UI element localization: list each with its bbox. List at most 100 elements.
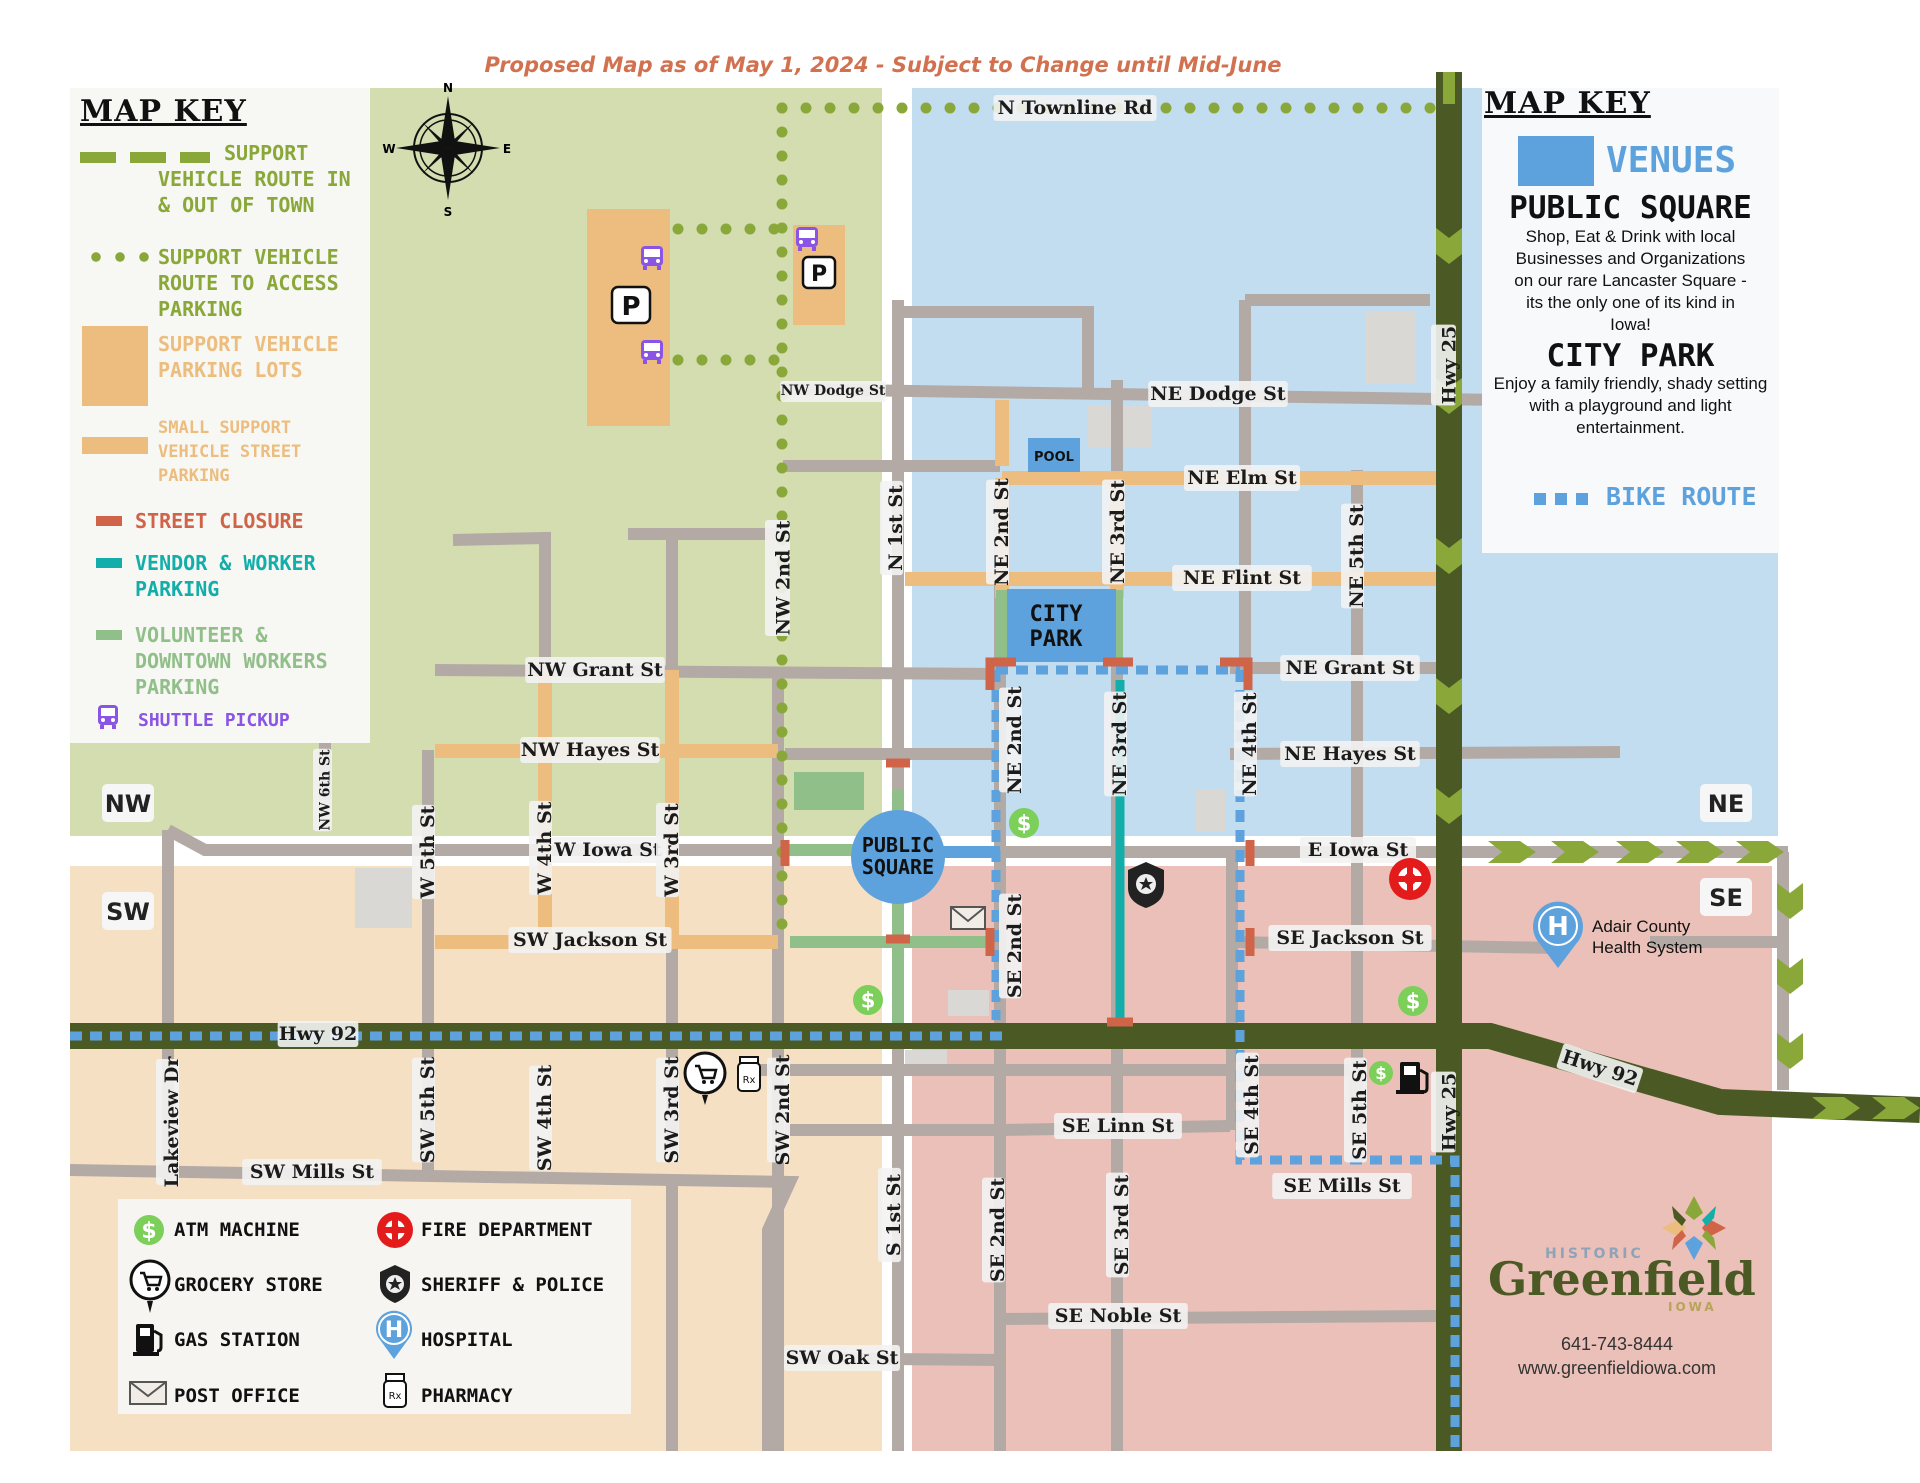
map-key-right-title: MAP KEY	[1484, 86, 1651, 121]
street-label: W Iowa St	[553, 839, 662, 861]
dotted-green-line-icon	[84, 252, 154, 262]
atm-icon: $	[1398, 986, 1428, 1016]
city-park-label-2: PARK	[1030, 627, 1084, 652]
police-legend-icon	[380, 1265, 410, 1303]
svg-text:$: $	[1406, 990, 1421, 1014]
svg-text:$: $	[1017, 812, 1032, 836]
street-label: Hwy 92	[279, 1023, 357, 1045]
greenfield-logo	[1662, 1196, 1726, 1260]
bus-icon	[796, 227, 818, 251]
compass-s: S	[444, 205, 453, 219]
grocery-legend-icon	[129, 1259, 171, 1313]
atm-icon: $	[853, 985, 883, 1015]
bus-icon	[641, 340, 663, 364]
volunteer-parking-lot	[794, 772, 864, 810]
bike-route	[70, 665, 1460, 1451]
legend-pharmacy: PHARMACY	[421, 1385, 513, 1407]
hospital-name-line1: Adair County	[1592, 917, 1691, 936]
route-dot	[696, 223, 708, 235]
route-chevron	[1812, 1097, 1860, 1119]
route-dot	[1304, 102, 1316, 114]
route-dot	[944, 102, 956, 114]
svg-text:H: H	[1547, 912, 1569, 942]
key-vendor-parking: VENDOR & WORKER PARKING	[135, 551, 316, 601]
route-dot	[848, 102, 860, 114]
street-label: NW Hayes St	[521, 739, 660, 761]
route-chevron	[1736, 841, 1784, 863]
route-chevron	[1551, 841, 1599, 863]
hospital-icon: H	[1533, 901, 1583, 968]
route-dot	[776, 726, 788, 738]
legend-fire: FIRE DEPARTMENT	[421, 1219, 593, 1241]
svg-text:$: $	[141, 1219, 156, 1244]
venue-swatch	[1518, 136, 1594, 186]
bus-icon	[641, 246, 663, 270]
route-chevron	[1872, 1097, 1920, 1119]
route-dot	[1184, 102, 1196, 114]
pharmacy-icon: Rx	[737, 1056, 761, 1092]
street-label: NE 3rd St	[1109, 692, 1131, 796]
bus-icon	[98, 705, 118, 729]
street-label: NE Flint St	[1183, 567, 1301, 589]
key-volunteer-parking: VOLUNTEER & DOWNTOWN WORKERS PARKING	[135, 623, 328, 699]
pool	[1028, 438, 1080, 472]
street-label: SE Mills St	[1283, 1175, 1401, 1197]
route-dot	[776, 270, 788, 282]
legend-atm: ATM MACHINE	[174, 1219, 300, 1241]
public-square-desc: Shop, Eat & Drink with local Businesses …	[1514, 227, 1747, 334]
route-dot	[1232, 102, 1244, 114]
route-dot	[776, 822, 788, 834]
street-closures	[780, 657, 1255, 1027]
proposal-notice: Proposed Map as of May 1, 2024 - Subject…	[484, 53, 1281, 77]
street-label: SE 4th St	[1241, 1055, 1263, 1155]
route-dot	[800, 102, 812, 114]
street-label: SW Oak St	[786, 1347, 899, 1369]
key-street-closure: STREET CLOSURE	[135, 509, 304, 533]
street-label: NW 2nd St	[773, 520, 795, 635]
route-dot	[776, 366, 788, 378]
svg-text:P: P	[811, 262, 827, 287]
street-label: Hwy 25	[1439, 326, 1461, 404]
quadrant-labels: NW NE SW SE	[102, 784, 1752, 930]
svg-text:Rx: Rx	[743, 1075, 756, 1086]
route-dot	[776, 870, 788, 882]
route-dot	[776, 774, 788, 786]
fire-department-icon	[1389, 858, 1431, 900]
street-label: NE Dodge St	[1150, 383, 1286, 405]
compass-rose: N S W E	[382, 81, 511, 219]
route-dot	[776, 798, 788, 810]
route-dot	[920, 102, 932, 114]
atm-icon: $	[1369, 1061, 1393, 1085]
svg-text:P: P	[621, 292, 640, 322]
route-dot	[672, 223, 684, 235]
orange-block-icon	[82, 326, 148, 406]
street-label: SW 3rd St	[661, 1056, 683, 1164]
street-label: NW 6th St	[318, 749, 334, 831]
route-chevron	[1777, 958, 1803, 994]
hospital-name-line2: Health System	[1592, 938, 1703, 957]
route-chevron	[1616, 841, 1664, 863]
route-dot	[696, 354, 708, 366]
svg-text:$: $	[861, 989, 876, 1013]
legend-post-office: POST OFFICE	[174, 1385, 300, 1407]
route-dot	[720, 223, 732, 235]
brand-website: www.greenfieldiowa.com	[1517, 1358, 1716, 1378]
street-label: W 5th St	[417, 805, 439, 899]
city-park-title: CITY PARK	[1546, 338, 1715, 374]
street-label: NE Elm St	[1187, 467, 1297, 489]
svg-text:H: H	[385, 1318, 403, 1343]
route-dot	[776, 150, 788, 162]
street-label: NW Dodge St	[781, 383, 886, 399]
street-label: S 1st St	[883, 1174, 905, 1256]
street-label: SE Noble St	[1055, 1305, 1182, 1327]
parking-marker-small: P	[801, 255, 837, 290]
route-dot	[776, 174, 788, 186]
street-label: SW 4th St	[534, 1064, 556, 1171]
quadrant-nw: NW	[105, 790, 152, 818]
shuttle-bus-icons	[641, 227, 818, 364]
route-dot	[1208, 102, 1220, 114]
route-dot	[776, 438, 788, 450]
route-dot	[1376, 102, 1388, 114]
route-chevron	[1777, 1033, 1803, 1069]
